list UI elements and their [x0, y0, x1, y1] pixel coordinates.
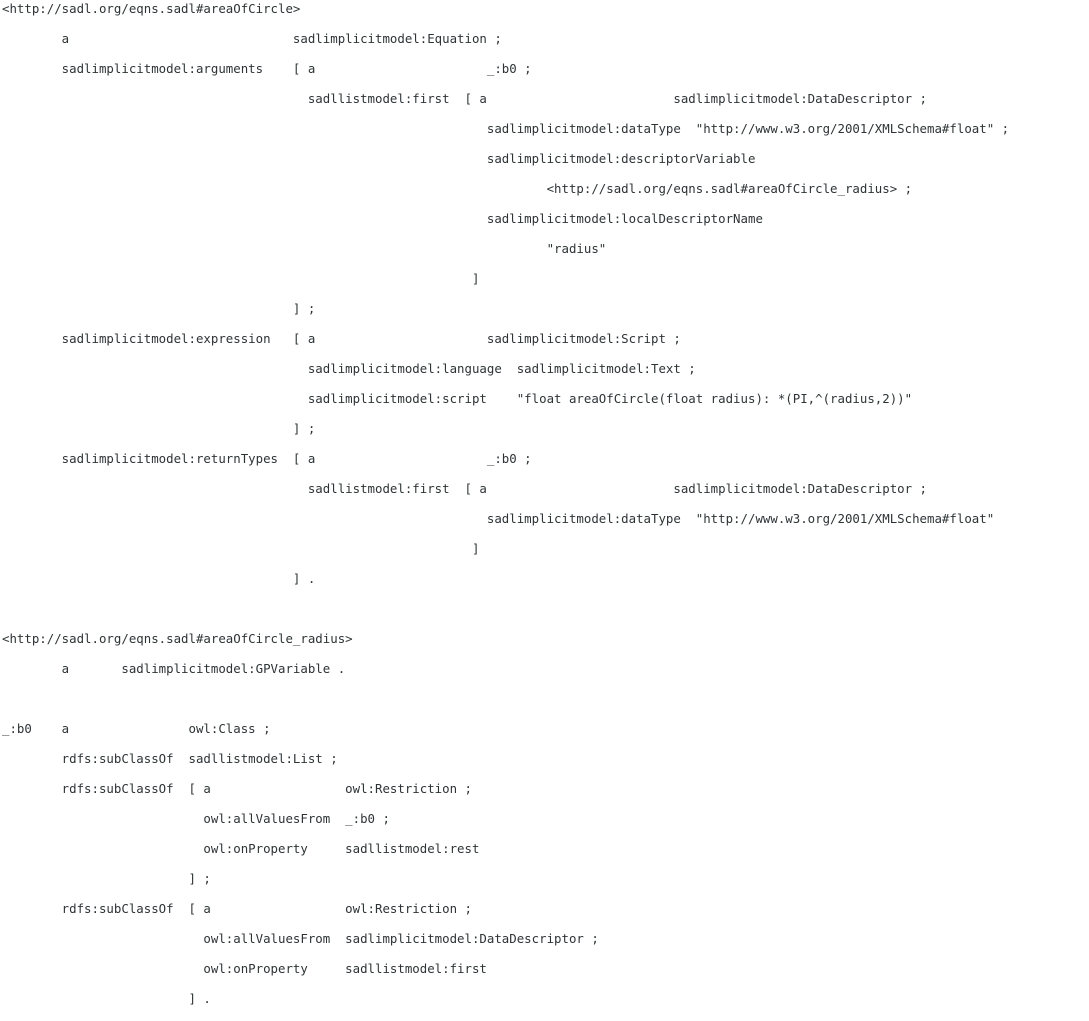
code-line-13: sadlimplicitmodel:language sadlimplicitm…	[2, 361, 696, 376]
code-line-6: sadlimplicitmodel:descriptorVariable	[2, 151, 756, 166]
code-line-33: owl:onProperty sadllistmodel:first	[2, 961, 487, 976]
code-line-7: <http://sadl.org/eqns.sadl#areaOfCircle_…	[2, 181, 913, 196]
code-line-31: rdfs:subClassOf [ a owl:Restriction ;	[2, 901, 472, 916]
code-line-5: sadlimplicitmodel:dataType "http://www.w…	[2, 121, 1010, 136]
code-line-25: _:b0 a owl:Class ;	[2, 721, 271, 736]
code-line-17: sadllistmodel:first [ a sadlimplicitmode…	[2, 481, 928, 496]
code-line-15: ] ;	[2, 421, 316, 436]
code-line-27: rdfs:subClassOf [ a owl:Restriction ;	[2, 781, 472, 796]
code-line-14: sadlimplicitmodel:script "float areaOfCi…	[2, 391, 913, 406]
code-line-28: owl:allValuesFrom _:b0 ;	[2, 811, 390, 826]
code-line-24	[2, 691, 1087, 706]
code-line-32: owl:allValuesFrom sadlimplicitmodel:Data…	[2, 931, 599, 946]
code-line-29: owl:onProperty sadllistmodel:rest	[2, 841, 480, 856]
code-line-12: sadlimplicitmodel:expression [ a sadlimp…	[2, 331, 681, 346]
code-line-26: rdfs:subClassOf sadllistmodel:List ;	[2, 751, 338, 766]
code-line-23: a sadlimplicitmodel:GPVariable .	[2, 661, 346, 676]
code-line-16: sadlimplicitmodel:returnTypes [ a _:b0 ;	[2, 451, 532, 466]
code-line-18: sadlimplicitmodel:dataType "http://www.w…	[2, 511, 995, 526]
code-line-22: <http://sadl.org/eqns.sadl#areaOfCircle_…	[2, 631, 353, 646]
code-line-19: ]	[2, 541, 480, 556]
code-line-10: ]	[2, 271, 480, 286]
code-line-30: ] ;	[2, 871, 211, 886]
code-line-21	[2, 601, 1087, 616]
code-line-2: a sadlimplicitmodel:Equation ;	[2, 31, 502, 46]
code-line-8: sadlimplicitmodel:localDescriptorName	[2, 211, 763, 226]
code-line-9: "radius"	[2, 241, 607, 256]
code-line-4: sadllistmodel:first [ a sadlimplicitmode…	[2, 91, 928, 106]
code-line-11: ] ;	[2, 301, 316, 316]
code-line-20: ] .	[2, 571, 316, 586]
code-line-34: ] .	[2, 991, 211, 1006]
code-line-1: <http://sadl.org/eqns.sadl#areaOfCircle>	[2, 1, 301, 16]
code-line-3: sadlimplicitmodel:arguments [ a _:b0 ;	[2, 61, 532, 76]
